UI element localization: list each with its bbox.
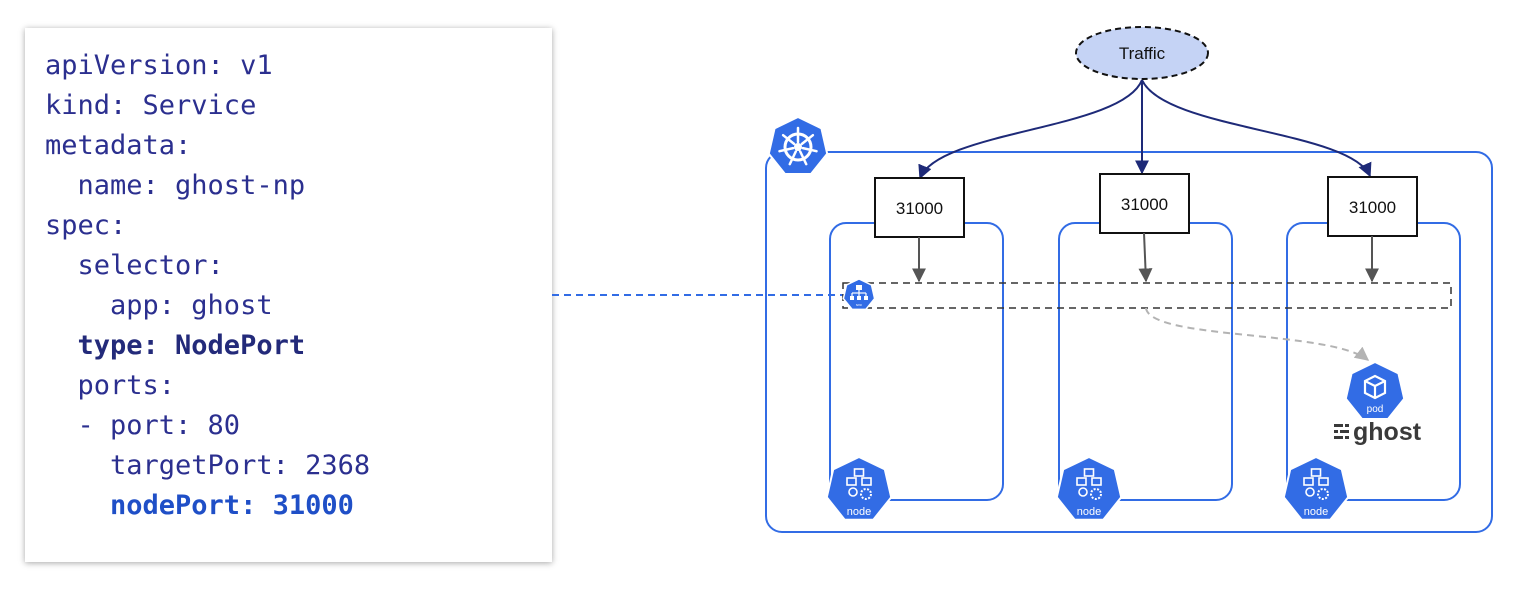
code-line: - port: 80 bbox=[45, 410, 241, 441]
traffic-arrow-right bbox=[1141, 79, 1372, 178]
code-line: metadata: bbox=[45, 130, 192, 161]
node-label: node bbox=[1077, 506, 1101, 518]
svc-label: svc bbox=[856, 302, 862, 307]
node-label: node bbox=[1304, 506, 1328, 518]
code-line-type: type: NodePort bbox=[45, 330, 306, 361]
code-line: selector: bbox=[45, 250, 224, 281]
nodeport-label: 31000 bbox=[1349, 198, 1396, 217]
code-line-nodeport: nodePort: 31000 bbox=[45, 490, 354, 521]
traffic-ellipse bbox=[1075, 26, 1209, 80]
code-line: name: ghost-np bbox=[45, 170, 306, 201]
code-line: apiVersion: v1 bbox=[45, 50, 273, 81]
code-line: targetPort: 2368 bbox=[45, 450, 371, 481]
code-line: ports: bbox=[45, 370, 176, 401]
service-band bbox=[842, 282, 1452, 309]
pod-label: pod bbox=[1367, 404, 1384, 415]
service-to-pod-arrow bbox=[1145, 307, 1370, 361]
nodeport-label: 31000 bbox=[896, 199, 943, 218]
nodeport-label: 31000 bbox=[1121, 195, 1168, 214]
ghost-logo-icon: ghost bbox=[1334, 418, 1422, 446]
port-to-service-arrow bbox=[1138, 232, 1153, 283]
node-icon: node bbox=[825, 455, 893, 521]
code-line: kind: Service bbox=[45, 90, 257, 121]
nodeport-box bbox=[1099, 173, 1190, 234]
traffic-arrow-left bbox=[918, 79, 1143, 180]
svc-icon: svc bbox=[842, 278, 876, 311]
node-label: node bbox=[847, 506, 871, 518]
pod-icon: pod bbox=[1344, 360, 1406, 420]
traffic-label: Traffic bbox=[1119, 44, 1166, 63]
code-line: app: ghost bbox=[45, 290, 273, 321]
kubernetes-logo-icon bbox=[767, 115, 829, 175]
node-icon: node bbox=[1055, 455, 1123, 521]
code-line: spec: bbox=[45, 210, 127, 241]
ghost-label: ghost bbox=[1353, 418, 1422, 446]
cluster-boundary bbox=[765, 151, 1493, 533]
nodeport-box bbox=[1327, 176, 1418, 237]
node-icon: node bbox=[1282, 455, 1350, 521]
yaml-code-card: apiVersion: v1 kind: Service metadata: n… bbox=[25, 28, 552, 562]
